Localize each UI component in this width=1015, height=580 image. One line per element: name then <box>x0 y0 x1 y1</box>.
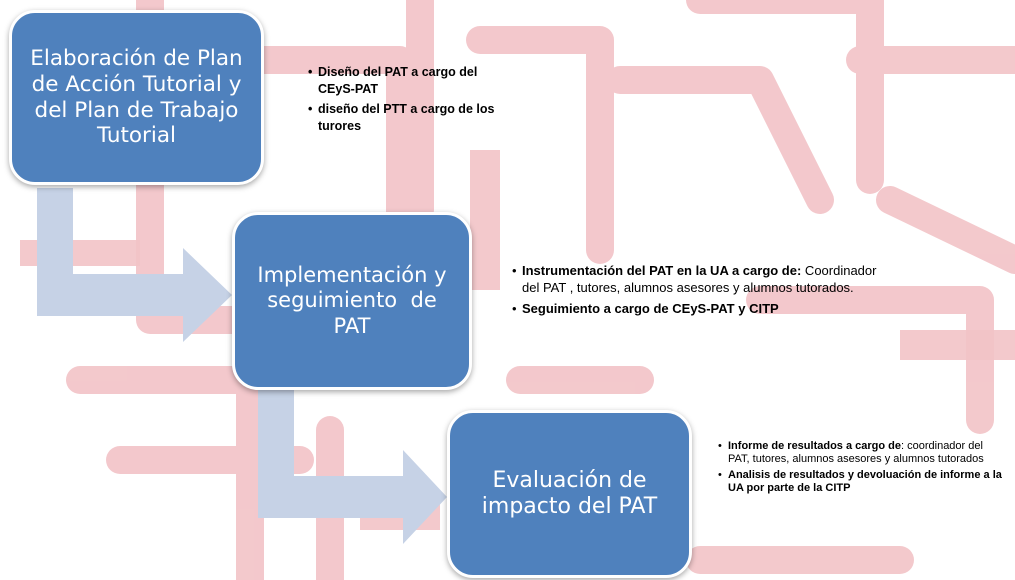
step-1-bullets: Diseño del PAT a cargo del CEyS-PAT dise… <box>308 64 508 138</box>
step-2-box: Implementación y seguimiento de PAT <box>232 212 472 390</box>
step-3-title: Evaluación de impacto del PAT <box>481 467 658 519</box>
step-1-box: Elaboración de Plan de Acción Tutorial y… <box>9 10 264 185</box>
step-1-bullet-2: diseño del PTT a cargo de los turores <box>308 101 508 135</box>
step-3-bullet-2: Analisis de resultados y devoluación de … <box>718 469 1003 495</box>
step-2-bullet-1: Instrumentación del PAT en la UA a cargo… <box>512 262 882 296</box>
step-2-title: Implementación y seguimiento de PAT <box>257 263 454 338</box>
step-3-bullet-1: Informe de resultados a cargo de: coordi… <box>718 440 1003 466</box>
arrow-step-1-to-2 <box>37 188 232 342</box>
step-1-bullet-1: Diseño del PAT a cargo del CEyS-PAT <box>308 64 508 98</box>
step-2-bullet-2: Seguimiento a cargo de CEyS-PAT y CITP <box>512 300 882 317</box>
step-3-bullets: Informe de resultados a cargo de: coordi… <box>718 440 1003 498</box>
step-2-bullets: Instrumentación del PAT en la UA a cargo… <box>512 262 882 321</box>
step-3-box: Evaluación de impacto del PAT <box>447 410 692 578</box>
arrow-step-2-to-3 <box>258 390 447 544</box>
step-1-title: Elaboración de Plan de Acción Tutorial y… <box>30 45 243 149</box>
